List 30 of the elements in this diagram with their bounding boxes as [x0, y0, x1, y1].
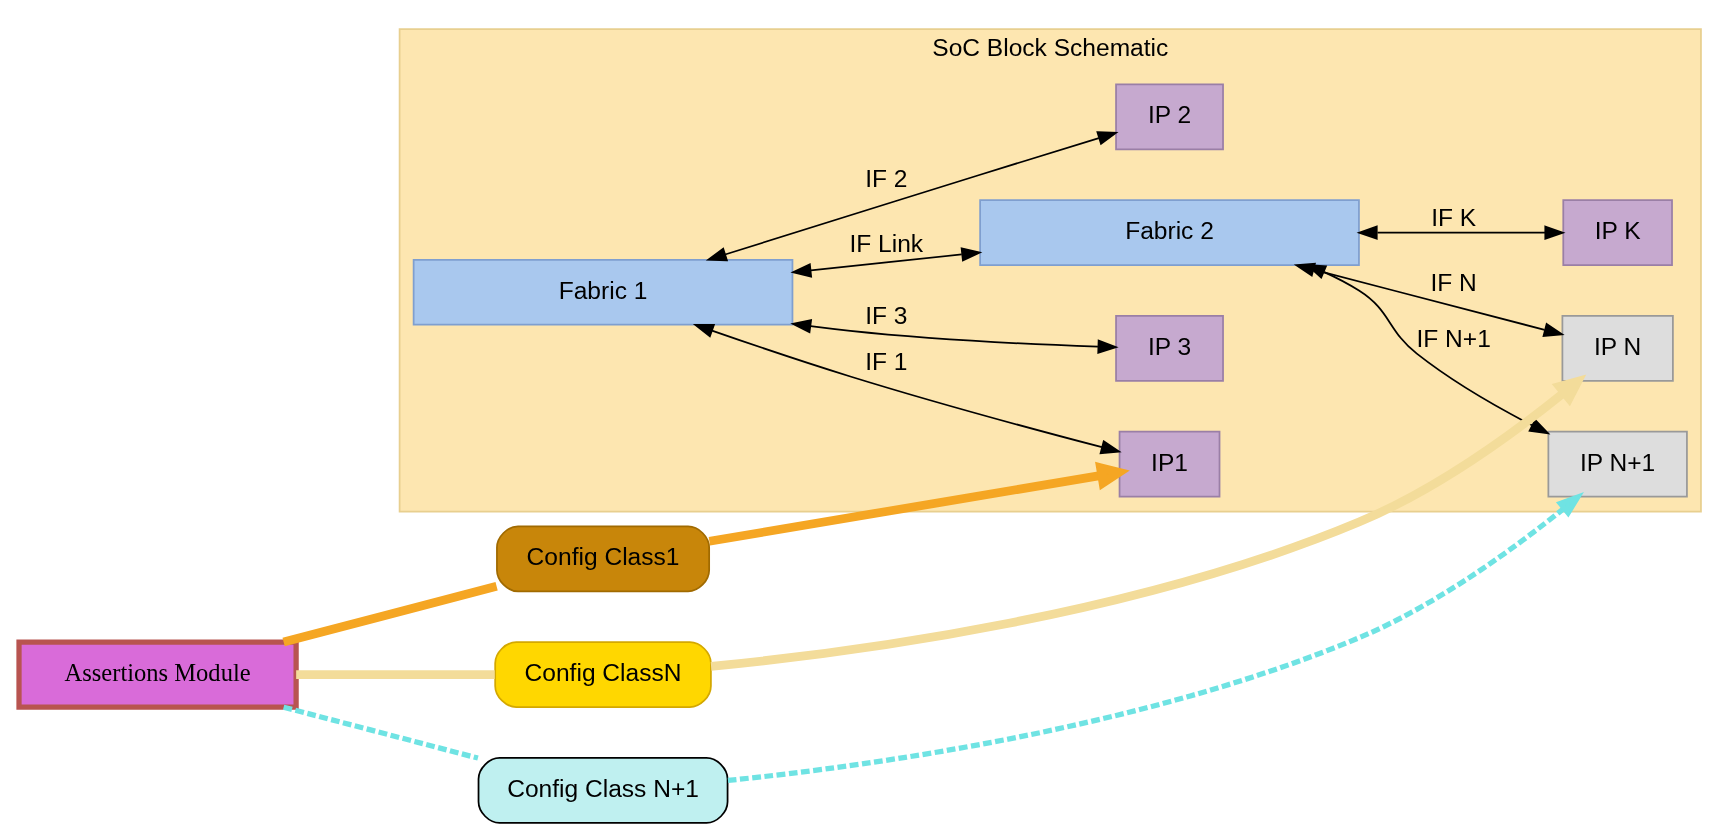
node-box: IP1	[1118, 430, 1220, 498]
node-box: Config Class1	[495, 525, 710, 593]
node-box: Assertions Module	[15, 639, 299, 710]
arrow	[705, 131, 1119, 262]
connector	[295, 670, 495, 679]
edge-label: IF N+1	[1415, 325, 1491, 352]
edge-label: IF N	[1429, 268, 1477, 296]
node-box: IP N	[1561, 315, 1674, 382]
arrow	[727, 492, 1584, 784]
node-box: Fabric 1	[412, 258, 793, 326]
node-box: IP 3	[1114, 315, 1224, 382]
edge-label: IF 3	[864, 302, 907, 330]
edge-label: IF 2	[864, 165, 907, 193]
node-box: Config ClassN	[493, 641, 712, 708]
arrow	[1356, 225, 1565, 241]
arrow	[710, 374, 1586, 671]
edge-label: IF 1	[864, 347, 907, 375]
node-box: Config Class N+1	[477, 757, 728, 824]
edge-label: IF Link	[848, 230, 923, 258]
arrow	[789, 318, 1119, 354]
node-box: IP 2	[1114, 83, 1224, 151]
node-box: Fabric 2	[978, 199, 1360, 266]
connector	[282, 704, 479, 761]
node-box: IP K	[1561, 199, 1673, 266]
arrow	[789, 247, 982, 278]
arrow	[708, 461, 1130, 546]
arrow	[692, 323, 1122, 455]
connector	[282, 582, 498, 647]
node-box: IP N+1	[1547, 430, 1688, 498]
edge-label: IF K	[1430, 203, 1476, 231]
